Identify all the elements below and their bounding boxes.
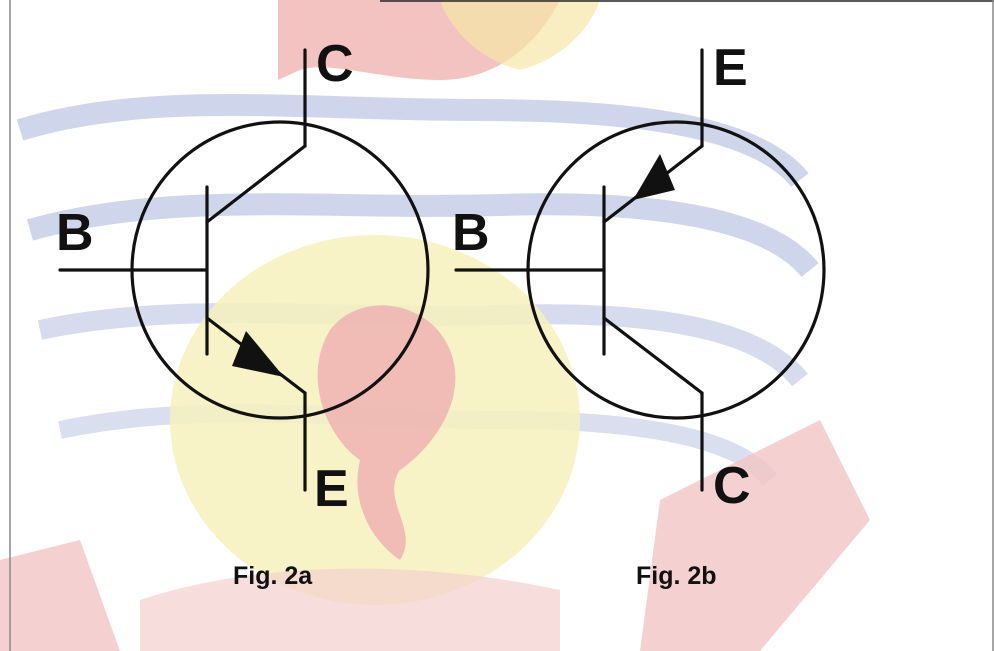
crest-watermark: [0, 0, 870, 651]
watermark-band-2: [26, 193, 819, 278]
pnp-collector-diagonal: [602, 316, 704, 395]
watermark-band-1: [16, 94, 809, 188]
fig-2b-caption: Fig. 2b: [636, 562, 717, 590]
pnp-emitter-arrow-icon: [633, 154, 675, 200]
npn-emitter-label: E: [314, 460, 349, 518]
pnp-base-label: B: [452, 204, 490, 262]
npn-collector-diagonal: [205, 144, 307, 224]
watermark-red-ribbon-right: [640, 420, 870, 651]
watermark-eagle-wing: [440, 0, 600, 70]
npn-collector-label: C: [316, 35, 354, 93]
npn-base-label: B: [56, 204, 94, 262]
watermark-red-ribbon-left: [0, 540, 120, 651]
pnp-transistor-symbol: [454, 48, 826, 492]
watermark-red-emblem: [317, 305, 456, 560]
pnp-collector-label: C: [713, 457, 751, 515]
npn-transistor-symbol: [58, 48, 430, 492]
fig-2a-caption: Fig. 2a: [233, 562, 313, 590]
npn-emitter-arrow-icon: [232, 331, 284, 377]
pnp-emitter-label: E: [713, 39, 748, 97]
watermark-ribbon-lower: [140, 568, 560, 651]
